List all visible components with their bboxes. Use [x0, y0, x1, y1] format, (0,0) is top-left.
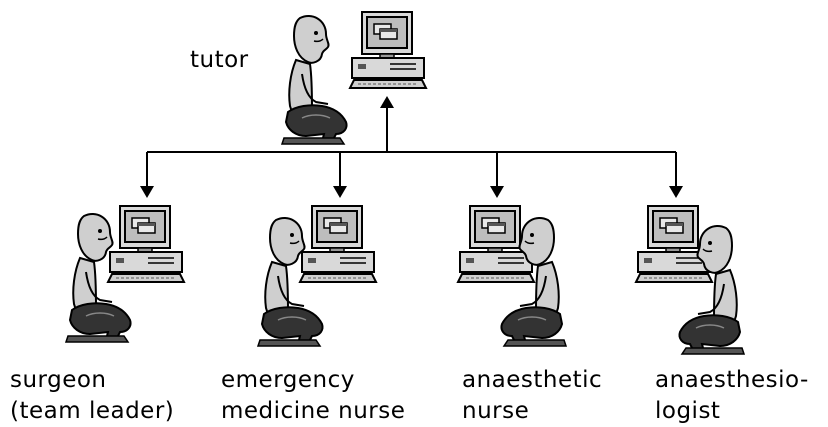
arrow-to-tutor: [380, 96, 394, 108]
arrowhead-2: [490, 186, 504, 198]
role-label-line2: medicine nurse: [221, 398, 406, 424]
role-label-anaesthetic-nurse: anaesthetic nurse: [462, 365, 602, 427]
tutor-computer-icon: [349, 11, 427, 89]
arrowhead-3: [669, 186, 683, 198]
drop-arrowheads: [140, 186, 683, 198]
role-label-line2: nurse: [462, 398, 530, 424]
role-label-anaesthesiologist: anaesthesio- logist: [655, 365, 809, 427]
role-label-surgeon: surgeon (team leader): [10, 365, 174, 427]
role-label-emergency-nurse: emergency medicine nurse: [221, 365, 405, 427]
arrowhead-1: [333, 186, 347, 198]
arrowhead-0: [140, 186, 154, 198]
role-label-line1: emergency: [221, 367, 355, 393]
role-label-line1: surgeon: [10, 367, 107, 393]
role-label-line1: anaesthetic: [462, 367, 603, 393]
tutor-label: tutor: [190, 47, 249, 73]
connector-lines: [146, 96, 677, 188]
emergency-nurse-computer-icon: [299, 205, 377, 283]
role-label-line2: logist: [655, 398, 721, 424]
role-label-line1: anaesthesio-: [655, 367, 809, 393]
tutor-person-icon: [281, 14, 348, 145]
role-label-line2: (team leader): [10, 398, 175, 424]
surgeon-computer-icon: [107, 205, 185, 283]
